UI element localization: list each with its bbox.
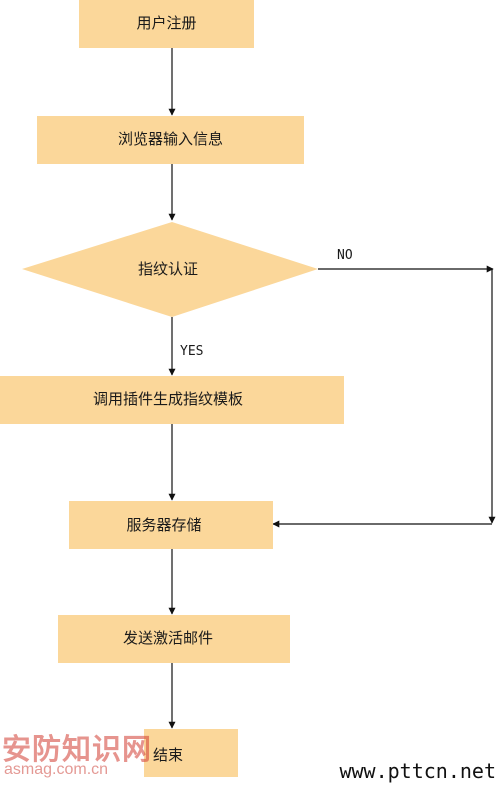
edge-yes-branch: YES [168, 317, 203, 376]
node-end: 结束 [144, 729, 238, 777]
node-plugin-template: 调用插件生成指纹模板 [0, 376, 344, 424]
node-server-store-label: 服务器存储 [126, 516, 201, 534]
node-register-label: 用户注册 [136, 14, 196, 32]
watermark-site: www.pttcn.net [339, 759, 496, 783]
node-end-label: 结束 [153, 746, 183, 764]
decision-fingerprint-auth-label: 指纹认证 [138, 260, 198, 278]
node-plugin-template-label: 调用插件生成指纹模板 [93, 390, 243, 408]
edge-no-branch: NO [272, 248, 496, 528]
node-browser-input: 浏览器输入信息 [37, 116, 304, 164]
decision-fingerprint-auth: 指纹认证 [22, 222, 318, 317]
watermark-domain: asmag.com.cn [4, 761, 109, 778]
edge-no-label: NO [337, 248, 353, 263]
node-register: 用户注册 [79, 0, 254, 48]
watermark-title: 安防知识网 [2, 732, 153, 766]
node-send-email: 发送激活邮件 [58, 615, 290, 663]
node-browser-input-label: 浏览器输入信息 [118, 130, 223, 148]
edge-yes-label: YES [180, 344, 203, 359]
node-send-email-label: 发送激活邮件 [123, 629, 213, 647]
node-server-store: 服务器存储 [69, 501, 273, 549]
